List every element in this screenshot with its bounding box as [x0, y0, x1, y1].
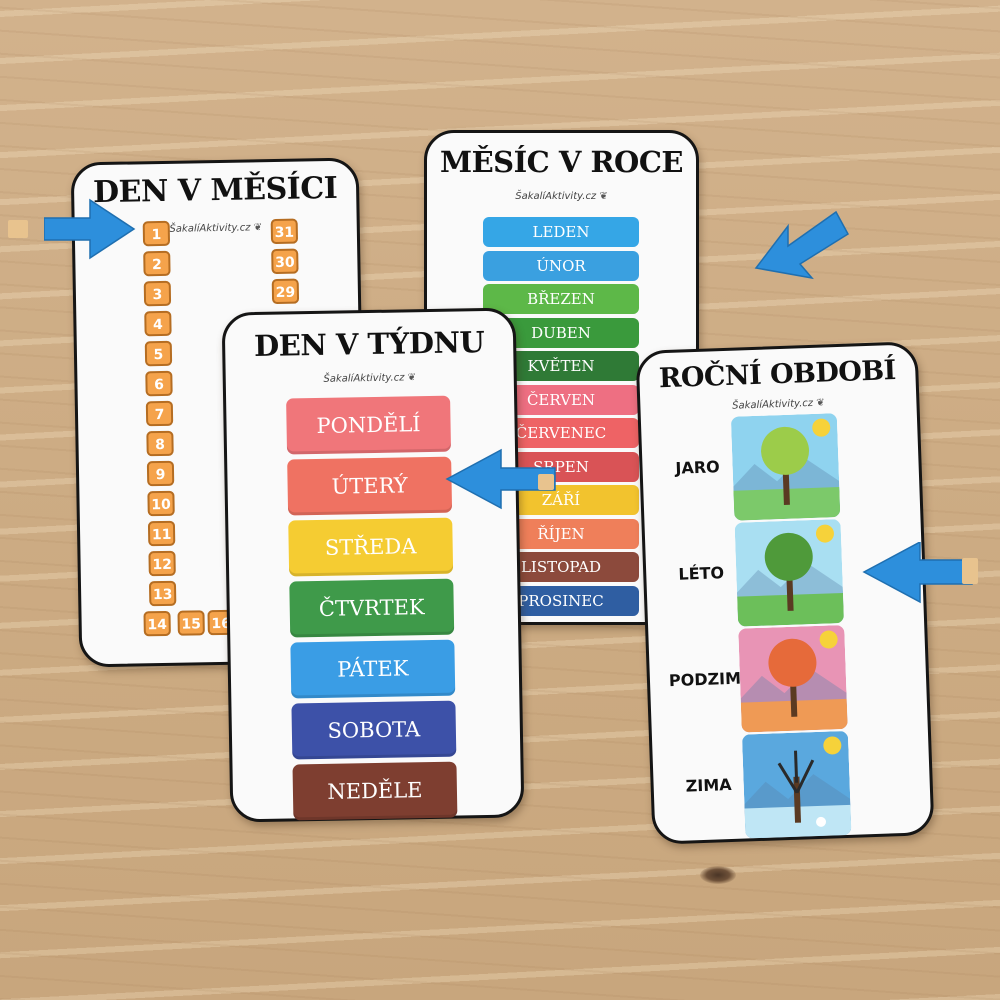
arrow-pointer-weekday[interactable] [445, 448, 557, 510]
weekday-label: PÁTEK [290, 639, 456, 699]
month-label: ÚNOR [483, 250, 639, 281]
weekday-label: STŘEDA [288, 517, 454, 577]
day-number-tile: 8 [146, 430, 174, 457]
day-number-tile: 1 [142, 220, 171, 247]
card-seasons: ROČNÍ OBDOBÍ ŠakalíAktivity.cz ❦ JARO LÉT… [635, 341, 935, 845]
arrow-pointer-day[interactable] [44, 198, 136, 260]
day-number-tile: 4 [144, 310, 172, 337]
leaf-icon: ❦ [253, 222, 263, 234]
weekday-label: SOBOTA [291, 700, 457, 760]
brand-label: ŠakalíAktivity.cz ❦ [226, 371, 514, 387]
season-illustration [738, 624, 848, 733]
branch-shape [777, 762, 799, 794]
day-number-tile: 5 [144, 340, 173, 367]
arrow-pointer-season[interactable] [862, 542, 974, 604]
weekday-label: ÚTERÝ [287, 456, 453, 516]
day-number-tile: 6 [145, 370, 173, 397]
clothespin [8, 220, 28, 238]
sun-icon [819, 630, 838, 649]
season-label: LÉTO [678, 563, 725, 584]
arrow-shape [44, 198, 136, 260]
sun-icon [815, 524, 834, 543]
day-number-tile: 10 [147, 490, 175, 517]
branch-shape [794, 750, 799, 783]
season-label: JARO [675, 457, 721, 478]
leaf-icon: ❦ [816, 397, 825, 409]
season-illustration [730, 413, 841, 521]
season-label: ZIMA [685, 774, 732, 796]
brand-text: ŠakalíAktivity.cz [731, 397, 814, 412]
day-number-tile: 13 [148, 580, 177, 607]
day-number-tile: 14 [143, 610, 171, 637]
brand-text: ŠakalíAktivity.cz [169, 222, 251, 235]
tree-crown-shape [768, 638, 817, 687]
tree-icon [730, 413, 841, 521]
season-label: PODZIM [668, 668, 742, 691]
snowman-shape [816, 816, 827, 827]
branch-shape [795, 759, 815, 794]
month-label: BŘEZEN [483, 284, 639, 314]
day-number-tile: 29 [271, 278, 300, 305]
day-number-tile: 9 [146, 460, 175, 487]
arrow-pointer-month[interactable] [752, 206, 852, 286]
arrow-shape [445, 448, 556, 510]
tree-icon [734, 519, 845, 627]
sun-icon [823, 736, 842, 755]
wood-knot [700, 866, 736, 884]
tree-crown-shape [761, 426, 810, 475]
weekday-label: ČTVRTEK [289, 578, 455, 638]
clothespin [538, 474, 554, 490]
brand-label: ŠakalíAktivity.cz ❦ [427, 191, 696, 202]
brand-label: ŠakalíAktivity.cz ❦ [640, 394, 916, 415]
tree-icon [738, 624, 848, 733]
season-list: JARO LÉTO PODZIM ZIMA [639, 344, 915, 839]
weekday-label: PONDĚLÍ [286, 395, 452, 455]
card-title: ROČNÍ OBDOBÍ [658, 355, 897, 395]
day-number-tile: 31 [270, 218, 299, 245]
season-illustration [734, 519, 845, 627]
card-title: DEN V TÝDNU [253, 325, 485, 364]
weekday-label: NEDĚLE [292, 761, 458, 821]
arrow-shape [754, 210, 849, 280]
day-number-tile: 2 [143, 250, 171, 277]
tree-crown-shape [764, 532, 813, 581]
arrow-shape [862, 542, 973, 604]
day-number-tile: 12 [148, 550, 176, 577]
card-title: MĚSÍC V ROCE [439, 145, 684, 179]
tree-icon [741, 730, 852, 839]
day-number-tile: 11 [147, 520, 176, 547]
clothespin [962, 558, 978, 584]
day-number-tile: 7 [145, 400, 174, 427]
day-number-tile: 3 [143, 280, 172, 307]
brand-text: ŠakalíAktivity.cz [515, 191, 597, 202]
day-number-tile: 15 [177, 610, 205, 636]
season-illustration [741, 730, 852, 839]
leaf-icon: ❦ [407, 372, 417, 384]
month-label: LEDEN [483, 217, 639, 247]
day-number-tile: 30 [271, 248, 299, 275]
brand-text: ŠakalíAktivity.cz [323, 372, 405, 385]
sun-icon [812, 418, 831, 437]
leaf-icon: ❦ [599, 191, 608, 202]
